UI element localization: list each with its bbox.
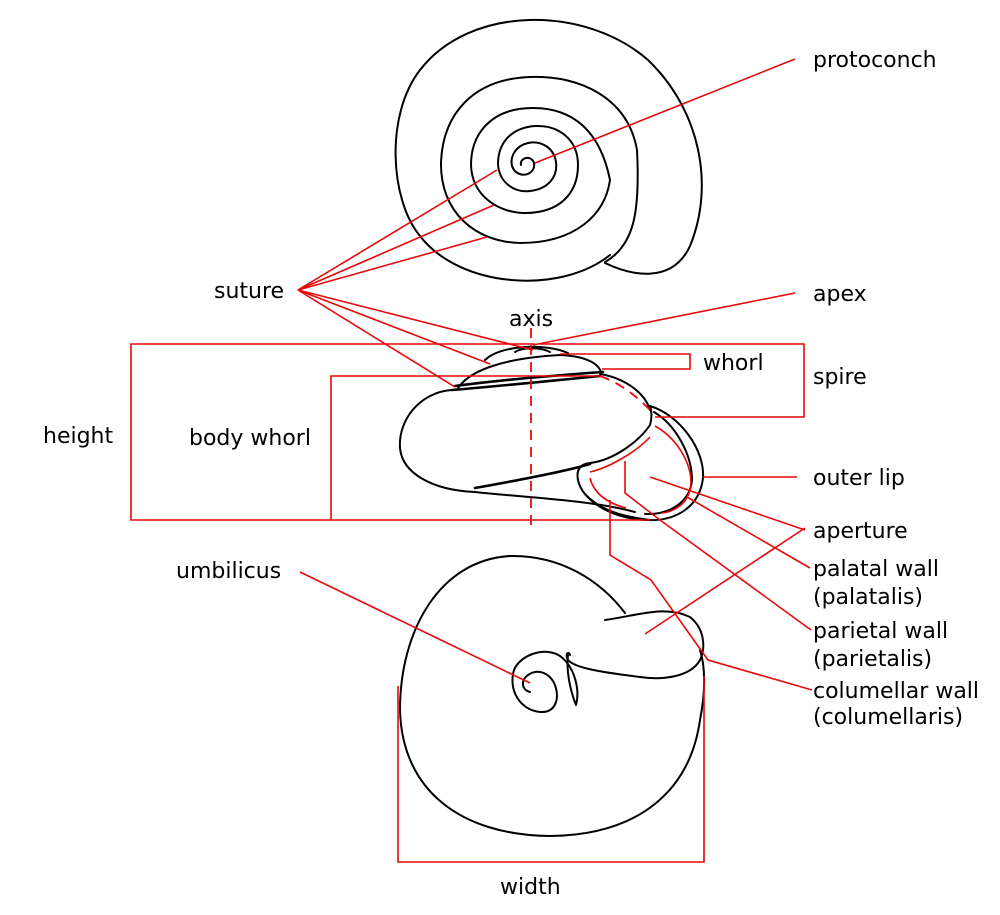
label-whorl: whorl — [703, 351, 764, 376]
side-view-suture-lower — [450, 374, 602, 392]
bottom-view-aperture-lip — [566, 654, 577, 706]
parietal-wall-mark — [589, 436, 651, 473]
body-whorl-bracket — [330, 375, 600, 520]
label-parietal-wall: parietal wall — [813, 619, 948, 644]
label-palatal-wall-latin: (palatalis) — [813, 585, 923, 610]
label-spire: spire — [813, 365, 867, 390]
bottom-view-aperture — [565, 610, 705, 680]
aperture-leader-side — [649, 476, 806, 531]
spire-bracket — [540, 343, 805, 418]
leader-lines — [130, 58, 813, 863]
label-protoconch: protoconch — [813, 48, 937, 73]
bottom-view-umbilicus — [511, 650, 579, 714]
umbilicus-leader — [299, 571, 531, 684]
label-outer-lip: outer lip — [813, 466, 905, 491]
label-parietal-wall-latin: (parietalis) — [813, 647, 932, 672]
top-view-outline — [394, 18, 703, 282]
side-view-suture-upper — [453, 370, 605, 388]
top-view-whorl-3 — [470, 107, 611, 214]
label-width: width — [500, 875, 561, 900]
side-view-base — [584, 493, 651, 521]
protoconch-leader — [534, 58, 796, 164]
palatal-wall-mark — [654, 425, 692, 514]
label-body-whorl: body whorl — [189, 426, 311, 451]
parietal-wall-leader — [624, 461, 812, 631]
top-view-whorl-2 — [439, 75, 639, 263]
palatal-wall-leader — [686, 496, 811, 569]
top-view-whorl-4 — [497, 125, 558, 193]
columellar-wall-mark — [589, 477, 627, 509]
label-height: height — [43, 424, 113, 449]
columellar-wall-leader — [609, 500, 813, 691]
shell-bottom-view — [399, 554, 706, 837]
side-view-columella — [473, 462, 592, 490]
bottom-view-outline — [399, 554, 706, 837]
width-bracket — [397, 676, 705, 863]
suture-leader-4 — [297, 289, 534, 351]
label-umbilicus: umbilicus — [176, 559, 281, 584]
height-bracket — [130, 343, 650, 521]
label-aperture: aperture — [813, 519, 908, 544]
label-palatal-wall: palatal wall — [813, 557, 939, 582]
label-axis: axis — [509, 307, 553, 332]
whorl-bracket — [560, 353, 691, 370]
side-view-body-whorl-top — [599, 373, 651, 411]
suture-leader-5 — [297, 289, 491, 365]
label-columellar-wall: columellar wall — [813, 679, 979, 704]
side-view-body-whorl — [398, 389, 636, 513]
label-apex: apex — [813, 282, 867, 307]
label-columellar-wall-latin: (columellaris) — [813, 705, 963, 730]
suture-leader-3 — [297, 236, 488, 291]
apex-leader — [532, 292, 796, 346]
shell-top-view — [394, 18, 703, 282]
labels: protoconch suture apex axis whorl spire … — [43, 48, 979, 900]
suture-leader-1 — [297, 169, 498, 291]
label-suture: suture — [214, 279, 284, 304]
side-view-outer-lip — [576, 405, 705, 522]
suture-leader-6 — [297, 289, 456, 388]
body-whorl-hidden-suture — [599, 375, 653, 413]
shell-side-view — [398, 345, 705, 522]
suture-leader-2 — [297, 204, 495, 291]
side-view-inner-lip — [644, 411, 693, 516]
aperture-leader-bottom — [644, 527, 806, 635]
